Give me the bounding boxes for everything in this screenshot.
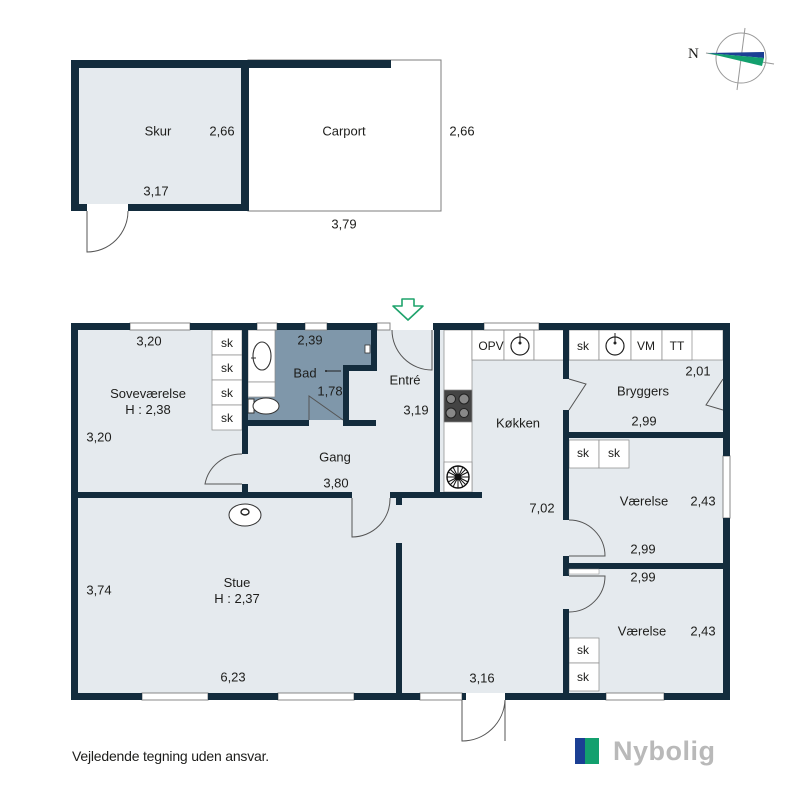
- north-label: N: [688, 46, 699, 62]
- bryggers-name: Bryggers: [616, 383, 670, 399]
- cabinet-label: sk: [221, 411, 233, 425]
- sovevaerelse-depth: 3,20: [86, 429, 112, 445]
- skur-wall-bottom-right: [128, 204, 248, 211]
- stue-depth: 3,74: [86, 582, 112, 598]
- ceiling-light-icon: [228, 503, 262, 527]
- gang-name: Gang: [319, 449, 351, 465]
- bad-door: [308, 395, 344, 421]
- outbuilding-wall-top: [71, 60, 391, 68]
- carport-outline: [247, 59, 442, 212]
- cooktop-icon: [445, 393, 470, 419]
- bryggers-door-left: [568, 378, 587, 411]
- stue-width: 6,23: [220, 669, 246, 685]
- vaerelse1-name: Værelse: [619, 493, 669, 509]
- doors: [204, 329, 724, 742]
- sovevaerelse-width: 3,20: [136, 333, 162, 349]
- sovevaerelse-height: H : 2,38: [125, 402, 171, 417]
- tumble-dryer-label: TT: [669, 339, 685, 353]
- cabinet-label: sk: [577, 670, 589, 684]
- front-door: [461, 699, 506, 742]
- gang-width: 3,80: [323, 475, 349, 491]
- bad-floor: [248, 330, 371, 420]
- utility-sink-icon: [605, 333, 625, 356]
- entre-name: Entré: [389, 372, 421, 388]
- disclaimer-text: Vejledende tegning uden ansvar.: [72, 748, 269, 764]
- toilet-icon: [247, 397, 280, 415]
- carport-name: Carport: [322, 123, 366, 139]
- wood-stove-icon: [446, 465, 470, 489]
- cabinet-label: sk: [221, 386, 233, 400]
- shower-icon: [325, 344, 371, 372]
- entrance-arrow-icon: [392, 298, 424, 321]
- sovevaerelse-label: Soveværelse H : 2,38: [110, 386, 186, 418]
- vaerelse1-depth: 2,43: [690, 493, 716, 509]
- skur-door-swing: [86, 210, 129, 253]
- washing-machine-label: VM: [637, 339, 655, 353]
- stue-door: [351, 497, 391, 538]
- bathroom-sink-icon: [251, 341, 272, 371]
- skur-depth: 2,66: [209, 123, 235, 139]
- dishwasher-label: OPV: [478, 339, 504, 353]
- stue-height: H : 2,37: [214, 591, 260, 606]
- bryggers-depth: 2,01: [685, 363, 711, 379]
- bryggers-width: 2,99: [631, 413, 657, 429]
- cabinet-label: sk: [221, 361, 233, 375]
- outbuilding: [71, 59, 442, 253]
- skur-wall-left: [71, 60, 79, 211]
- logo-green-bar-icon: [585, 738, 599, 764]
- cabinet-label: sk: [577, 446, 589, 460]
- carport-width: 3,79: [331, 216, 357, 232]
- sovevaerelse-name: Soveværelse: [110, 386, 186, 401]
- vaerelse1-width: 2,99: [630, 541, 656, 557]
- stue-name: Stue: [223, 575, 251, 590]
- skur-wall-bottom-left: [71, 204, 87, 211]
- nybolig-logo: Nybolig: [575, 736, 716, 766]
- north-arrow-icon: [705, 27, 775, 91]
- logo-blue-bar-icon: [575, 738, 585, 764]
- bryggers-door-right: [705, 378, 724, 411]
- brand-name: Nybolig: [613, 736, 716, 766]
- entre-door: [391, 329, 433, 371]
- skur-name: Skur: [144, 123, 172, 139]
- kokken-name: Køkken: [495, 415, 541, 431]
- vaerelse1-door: [568, 519, 606, 557]
- sovevaerelse-door: [204, 453, 243, 485]
- skur-wall-right: [241, 60, 249, 211]
- compass: N: [686, 26, 776, 86]
- vaerelse2-door: [568, 575, 606, 613]
- skur-width: 3,17: [143, 183, 169, 199]
- kokken-width: 3,16: [469, 670, 495, 686]
- carport-depth: 2,66: [449, 123, 475, 139]
- bad-name: Bad: [293, 365, 317, 381]
- cabinet-label: sk: [221, 336, 233, 350]
- vaerelse2-depth: 2,43: [690, 623, 716, 639]
- cabinets: [211, 329, 693, 692]
- bad-depth: 1,78: [317, 383, 343, 399]
- vaerelse2-width: 2,99: [630, 569, 656, 585]
- vaerelse2-name: Værelse: [617, 623, 667, 639]
- skur-floor: [78, 67, 242, 204]
- entre-depth: 3,19: [403, 402, 429, 418]
- bad-width: 2,39: [297, 332, 323, 348]
- walls: [71, 323, 730, 700]
- cabinet-label: sk: [577, 643, 589, 657]
- kokken-depth: 7,02: [529, 500, 555, 516]
- stue-label: Stue H : 2,37: [214, 575, 260, 607]
- kitchen-sink-icon: [510, 333, 530, 356]
- cabinet-label: sk: [608, 446, 620, 460]
- cabinet-label: sk: [577, 339, 589, 353]
